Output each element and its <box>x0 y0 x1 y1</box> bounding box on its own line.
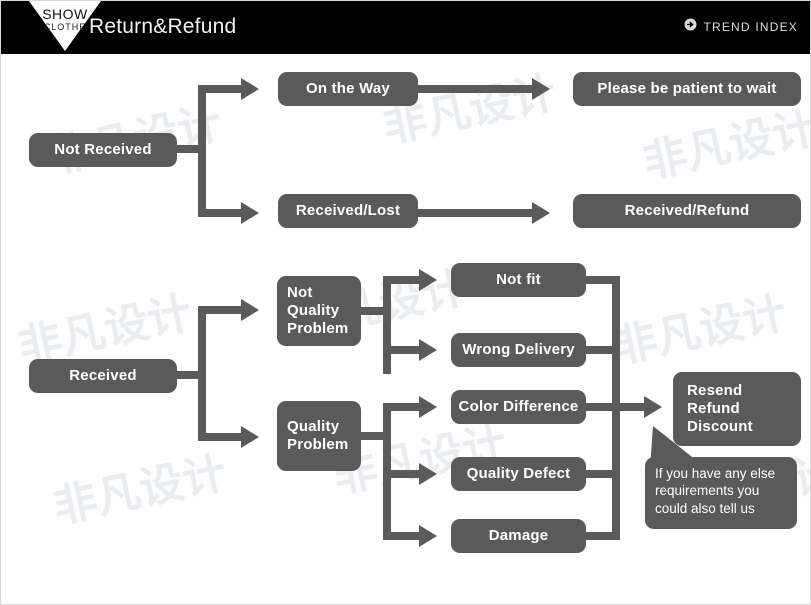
callout-note: If you have any else requirements you co… <box>645 457 797 529</box>
arrow-to-on-the-way <box>241 78 259 100</box>
connector-nq-down <box>383 346 425 354</box>
node-resolution[interactable]: Resend Refund Discount <box>673 372 801 446</box>
arrow-to-wrong-delivery <box>419 339 437 361</box>
node-reason-damage[interactable]: Damage <box>451 519 586 553</box>
resolution-line-1: Resend <box>687 382 743 400</box>
arrow-to-damage <box>419 525 437 547</box>
node-please-be-patient[interactable]: Please be patient to wait <box>573 72 801 106</box>
arrow-to-not-quality-problem <box>241 299 259 321</box>
connector-nq-stub <box>361 307 389 315</box>
node-not-received[interactable]: Not Received <box>29 133 177 167</box>
arrow-to-not-fit <box>419 269 437 291</box>
connector-split-bar <box>198 85 206 217</box>
arrow-to-resolution <box>644 396 662 418</box>
node-received-lost[interactable]: Received/Lost <box>278 194 418 228</box>
node-reason-color-difference[interactable]: Color Difference <box>451 390 586 424</box>
brand-name: TREND INDEX <box>703 20 798 34</box>
connector-received-stub <box>176 371 206 379</box>
arrow-to-wait <box>532 78 550 100</box>
page-title: Return&Refund <box>89 15 237 38</box>
connector-wrongdelivery-out <box>586 346 620 354</box>
connector-q-up <box>383 403 425 411</box>
flow-canvas: 非凡设计 非凡设计 非凡设计 非凡设计 非凡设计 非凡设计 非凡设计 非凡设计 … <box>1 54 811 604</box>
connector-to-quality <box>198 433 248 441</box>
node-line-1: Not <box>287 284 313 302</box>
connector-nq-up <box>383 276 425 284</box>
node-line-2: Quality <box>287 302 340 320</box>
arrow-to-color-difference <box>419 396 437 418</box>
watermark-text: 非凡设计 <box>638 102 811 189</box>
arrow-to-quality-defect <box>419 463 437 485</box>
node-reason-not-fit[interactable]: Not fit <box>451 263 586 297</box>
connector-q-stub <box>361 432 389 440</box>
trend-index-badge: TREND INDEX <box>684 18 798 36</box>
node-received[interactable]: Received <box>29 359 177 393</box>
node-line-1: Quality <box>287 418 340 436</box>
logo-secondary-text: CLOTHE <box>43 22 87 32</box>
arrow-to-quality-problem <box>241 426 259 448</box>
connector-damage-out <box>586 532 620 540</box>
arrow-to-received-lost <box>241 202 259 224</box>
node-received-refund[interactable]: Received/Refund <box>573 194 801 228</box>
connector-branch-up <box>198 85 248 93</box>
connector-to-not-quality <box>198 306 248 314</box>
connector-lost-to-refund <box>418 209 538 217</box>
node-reason-wrong-delivery[interactable]: Wrong Delivery <box>451 333 586 367</box>
node-quality-problem[interactable]: Quality Problem <box>277 401 361 471</box>
arrow-to-refund <box>532 202 550 224</box>
resolution-line-3: Discount <box>687 417 753 435</box>
resolution-line-2: Refund <box>687 400 740 418</box>
triangle-icon <box>29 1 101 51</box>
connector-onway-to-wait <box>418 85 538 93</box>
logo-primary-text: SHOW <box>42 6 88 22</box>
watermark-text: 非凡设计 <box>608 287 792 374</box>
connector-received-split-bar <box>198 306 206 441</box>
connector-nq-bar <box>383 276 391 374</box>
connector-qualitydefect-out <box>586 470 620 478</box>
node-not-quality-problem[interactable]: Not Quality Problem <box>277 276 361 346</box>
brand-logo: SHOW CLOTHE <box>29 1 101 54</box>
connector-branch-down <box>198 209 248 217</box>
page-header: SHOW CLOTHE Return&Refund TREND INDEX <box>1 1 810 54</box>
node-reason-quality-defect[interactable]: Quality Defect <box>451 457 586 491</box>
connector-to-resolution <box>612 403 650 411</box>
node-on-the-way[interactable]: On the Way <box>278 72 418 106</box>
connector-q-mid <box>383 470 425 478</box>
connector-colordiff-out <box>586 403 620 411</box>
node-line-3: Problem <box>287 319 349 337</box>
connector-q-down <box>383 532 425 540</box>
circle-arrow-icon <box>684 18 697 36</box>
connector-notfit-out <box>586 276 620 284</box>
watermark-text: 非凡设计 <box>48 447 232 534</box>
connector-root-stub <box>176 145 206 153</box>
node-line-2: Problem <box>287 436 349 453</box>
